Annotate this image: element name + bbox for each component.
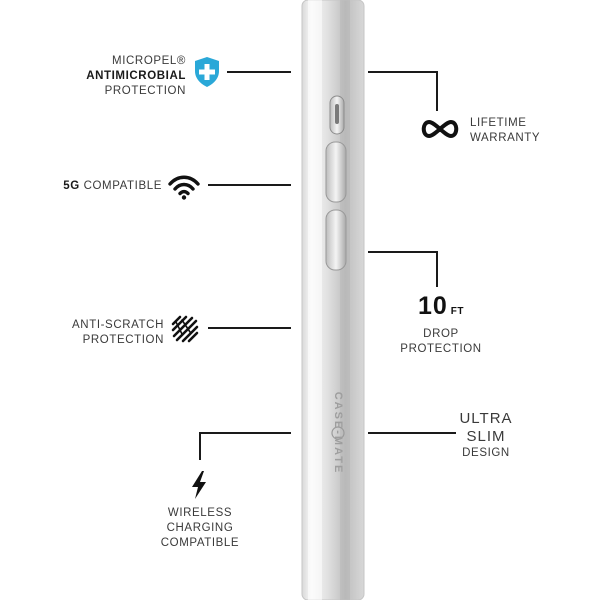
anti-scratch-label: ANTI-SCRATCH — [72, 319, 164, 331]
design-label: DESIGN — [462, 447, 510, 459]
lifetime-connector-vertical — [436, 71, 438, 111]
anti-scratch-feature: ANTI-SCRATCH PROTECTION — [40, 318, 164, 348]
drop-connector-horizontal — [368, 251, 438, 253]
drop-height-unit: FT — [450, 306, 465, 317]
five-g-compatible-label: COMPATIBLE — [83, 180, 162, 192]
micropel-label: MICROPEL® — [112, 55, 186, 67]
slim-label: SLIM — [466, 428, 506, 445]
wireless-connector-horizontal — [199, 432, 291, 434]
warranty-label: WARRANTY — [470, 132, 541, 144]
wireless-connector-vertical — [199, 432, 201, 460]
anti-scratch-protection-label: PROTECTION — [82, 334, 164, 346]
case-brand-text: CASE-MATE — [332, 391, 344, 475]
drop-label: DROP — [423, 328, 459, 340]
ultra-slim-connector — [368, 432, 456, 434]
antimicrobial-feature: MICROPEL® ANTIMICROBIAL PROTECTION — [60, 54, 186, 99]
wifi-icon — [168, 174, 200, 200]
wireless-compatible-label: COMPATIBLE — [160, 537, 240, 549]
lifetime-feature: LIFETIME WARRANTY — [470, 116, 580, 146]
five-g-label: 5G — [63, 180, 80, 192]
charging-label: CHARGING — [166, 522, 234, 534]
scratch-icon — [170, 314, 200, 344]
lifetime-connector-horizontal — [368, 71, 438, 73]
ultra-label: ULTRA — [459, 410, 513, 427]
lifetime-label: LIFETIME — [470, 117, 527, 129]
antimicrobial-connector — [227, 71, 291, 73]
infinity-icon — [418, 118, 462, 140]
drop-height-number: 10 — [417, 292, 448, 320]
wireless-feature: WIRELESS CHARGING COMPATIBLE — [140, 506, 260, 551]
five-g-feature: 5G COMPATIBLE — [40, 179, 162, 194]
drop-connector-vertical — [436, 251, 438, 287]
antimicrobial-label: ANTIMICROBIAL — [86, 70, 186, 82]
wireless-label: WIRELESS — [167, 507, 233, 519]
five-g-connector — [208, 184, 291, 186]
anti-scratch-connector — [208, 327, 291, 329]
antimicrobial-protection-label: PROTECTION — [104, 85, 186, 97]
shield-plus-icon — [193, 56, 221, 88]
drop-protection-label: PROTECTION — [400, 343, 482, 355]
lightning-icon — [189, 470, 209, 500]
phone-case: CASE-MATE — [298, 0, 368, 600]
ultra-slim-feature: ULTRA SLIM DESIGN — [440, 410, 532, 461]
